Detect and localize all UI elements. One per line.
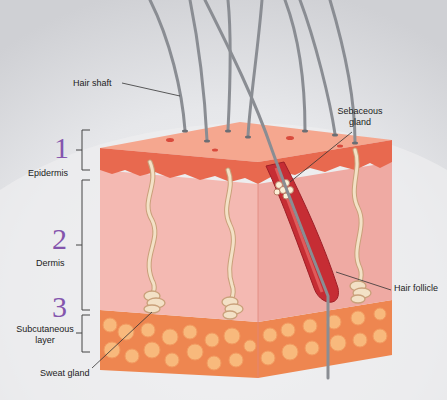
layer-label: Epidermis	[28, 168, 68, 179]
part-label: Sweat gland	[40, 368, 90, 379]
background-curve	[0, 123, 447, 400]
layer-brackets	[76, 130, 90, 352]
part-label: Sebaceous gland	[330, 106, 390, 128]
callout-number: 3	[52, 292, 67, 322]
sweat-duct-inner	[148, 150, 361, 305]
leader-lines	[92, 83, 391, 368]
layer-label: Subcutaneous layer	[10, 324, 80, 346]
dermis-layer	[100, 162, 392, 378]
epidermis-layer	[100, 122, 392, 184]
layer-label: Dermis	[36, 258, 65, 269]
callout-number: 2	[52, 224, 67, 254]
callout-number: 1	[54, 133, 69, 163]
hair-pores	[182, 130, 358, 145]
hair-shafts	[150, 0, 355, 378]
part-label: Hair shaft	[73, 78, 112, 89]
part-label: Hair follicle	[394, 283, 440, 294]
sweat-glands	[148, 150, 361, 305]
